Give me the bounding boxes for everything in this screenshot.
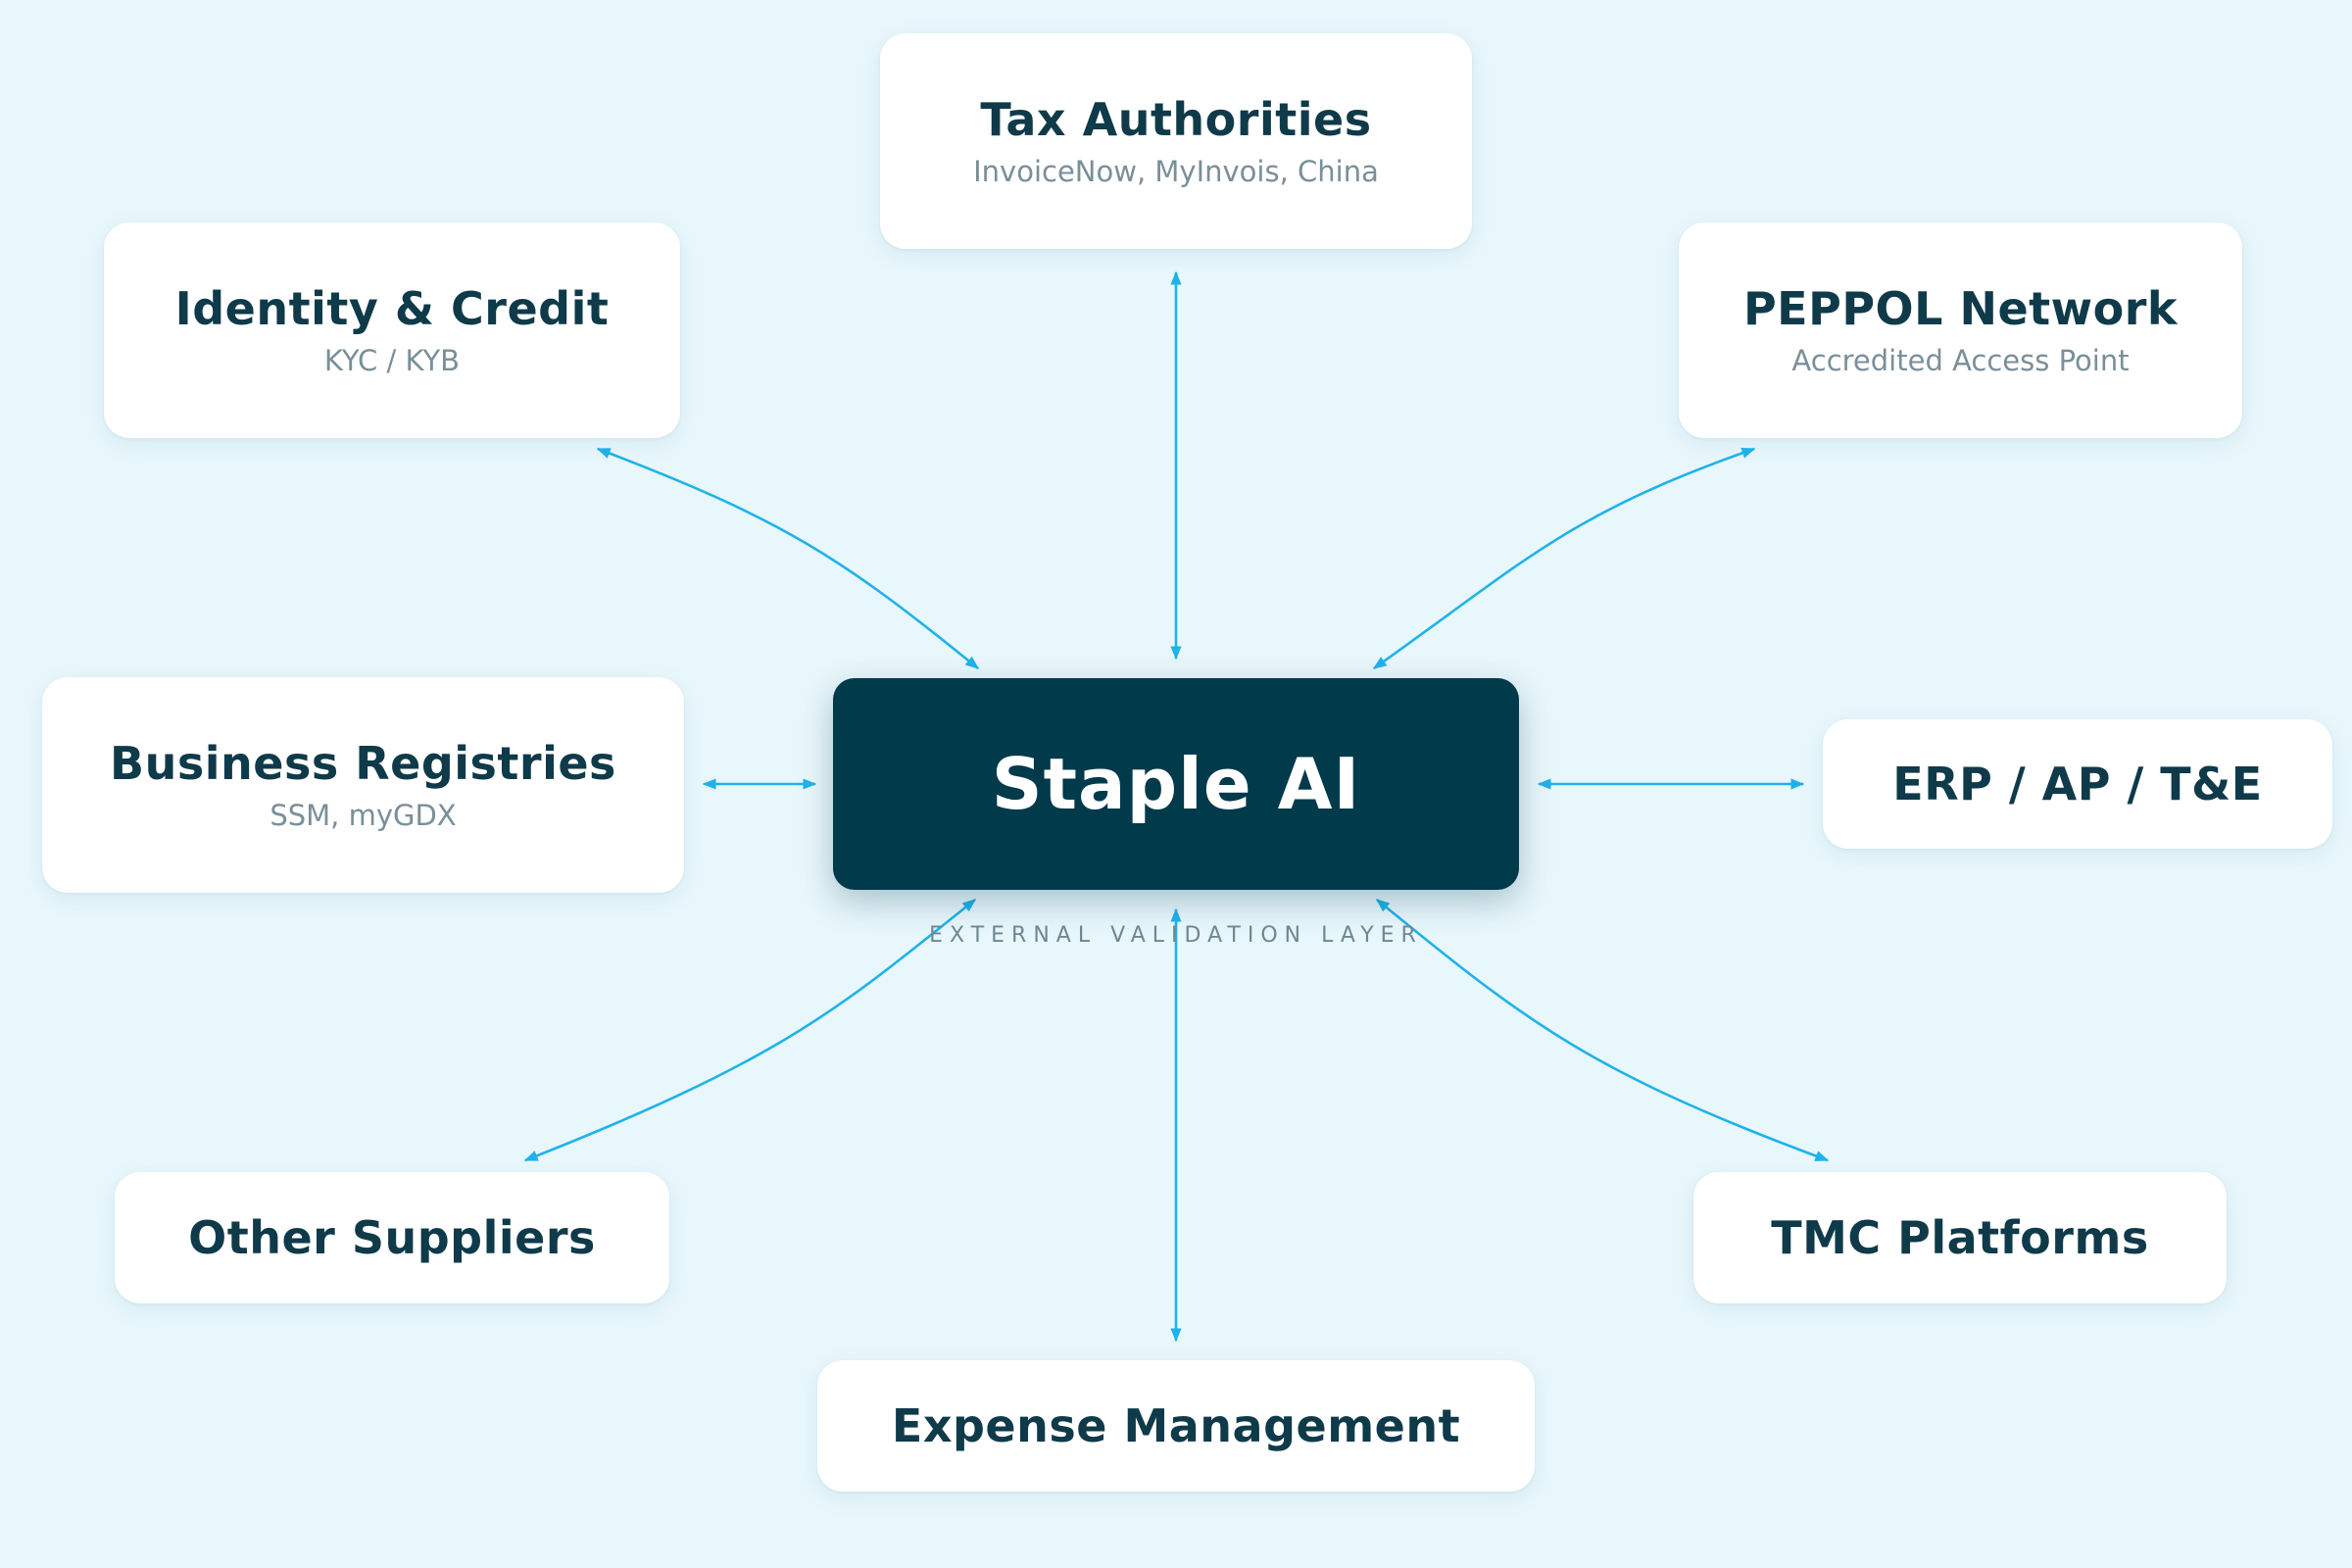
connector-identity-credit	[596, 447, 980, 670]
node-title: Expense Management	[891, 1398, 1461, 1452]
node-title: Other Suppliers	[188, 1210, 596, 1264]
node-title: ERP / AP / T&E	[1892, 757, 2263, 810]
node-tmc-platforms: TMC Platforms	[1693, 1172, 2227, 1303]
node-tax-authorities: Tax Authorities InvoiceNow, MyInvois, Ch…	[880, 33, 1472, 249]
node-title: Identity & Credit	[174, 281, 610, 335]
node-subtitle: SSM, myGDX	[270, 799, 457, 833]
node-title: PEPPOL Network	[1742, 281, 2179, 335]
node-erp-ap-te: ERP / AP / T&E	[1823, 719, 2332, 849]
node-subtitle: KYC / KYB	[323, 344, 461, 378]
connector-peppol-network	[1372, 447, 1756, 670]
node-subtitle: Accredited Access Point	[1791, 344, 2130, 378]
node-peppol-network: PEPPOL Network Accredited Access Point	[1679, 222, 2242, 438]
hub-caption: EXTERNAL VALIDATION LAYER	[929, 923, 1423, 948]
node-expense-management: Expense Management	[817, 1360, 1535, 1492]
node-other-suppliers: Other Suppliers	[115, 1172, 669, 1303]
node-title: Business Registries	[110, 736, 616, 790]
hub-title: Staple AI	[991, 743, 1361, 825]
node-title: Tax Authorities	[980, 92, 1372, 146]
node-title: TMC Platforms	[1771, 1210, 2149, 1264]
hub-staple-ai: Staple AI	[833, 678, 1519, 890]
node-subtitle: InvoiceNow, MyInvois, China	[973, 155, 1379, 189]
node-identity-credit: Identity & Credit KYC / KYB	[104, 222, 680, 438]
node-business-registries: Business Registries SSM, myGDX	[42, 677, 684, 893]
